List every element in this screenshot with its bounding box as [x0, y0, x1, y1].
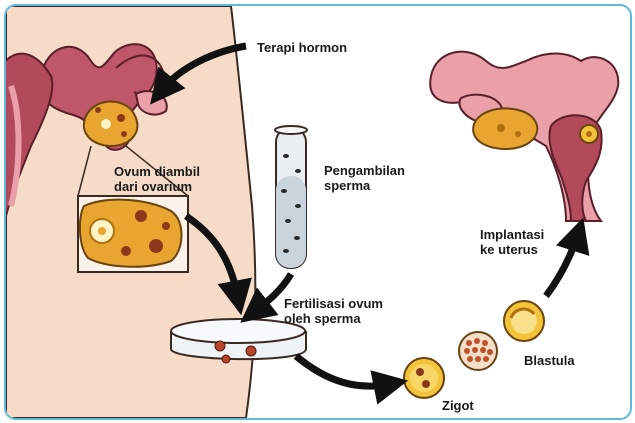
label-blastula: Blastula — [524, 353, 575, 368]
right-ovary — [473, 108, 537, 149]
blastula — [504, 301, 544, 341]
label-implantasi: Implantasi ke uterus — [480, 227, 544, 257]
arrow-dish-to-zygote — [296, 356, 391, 386]
label-fertilisasi: Fertilisasi ovum oleh sperma — [284, 296, 383, 326]
diagram-frame: Terapi hormon Ovum diambil dari ovarium … — [4, 4, 632, 420]
zygote — [404, 358, 444, 398]
ovum-inset — [78, 196, 188, 272]
left-ovary — [84, 102, 138, 147]
arrow-implantation — [546, 234, 578, 296]
sperm-test-tube — [275, 126, 307, 268]
label-ovum-diambil: Ovum diambil dari ovarium — [114, 164, 200, 194]
morula — [459, 332, 497, 370]
label-terapi-hormon: Terapi hormon — [257, 40, 347, 55]
label-pengambilan-sperma: Pengambilan sperma — [324, 163, 405, 193]
label-zigot: Zigot — [442, 398, 474, 413]
